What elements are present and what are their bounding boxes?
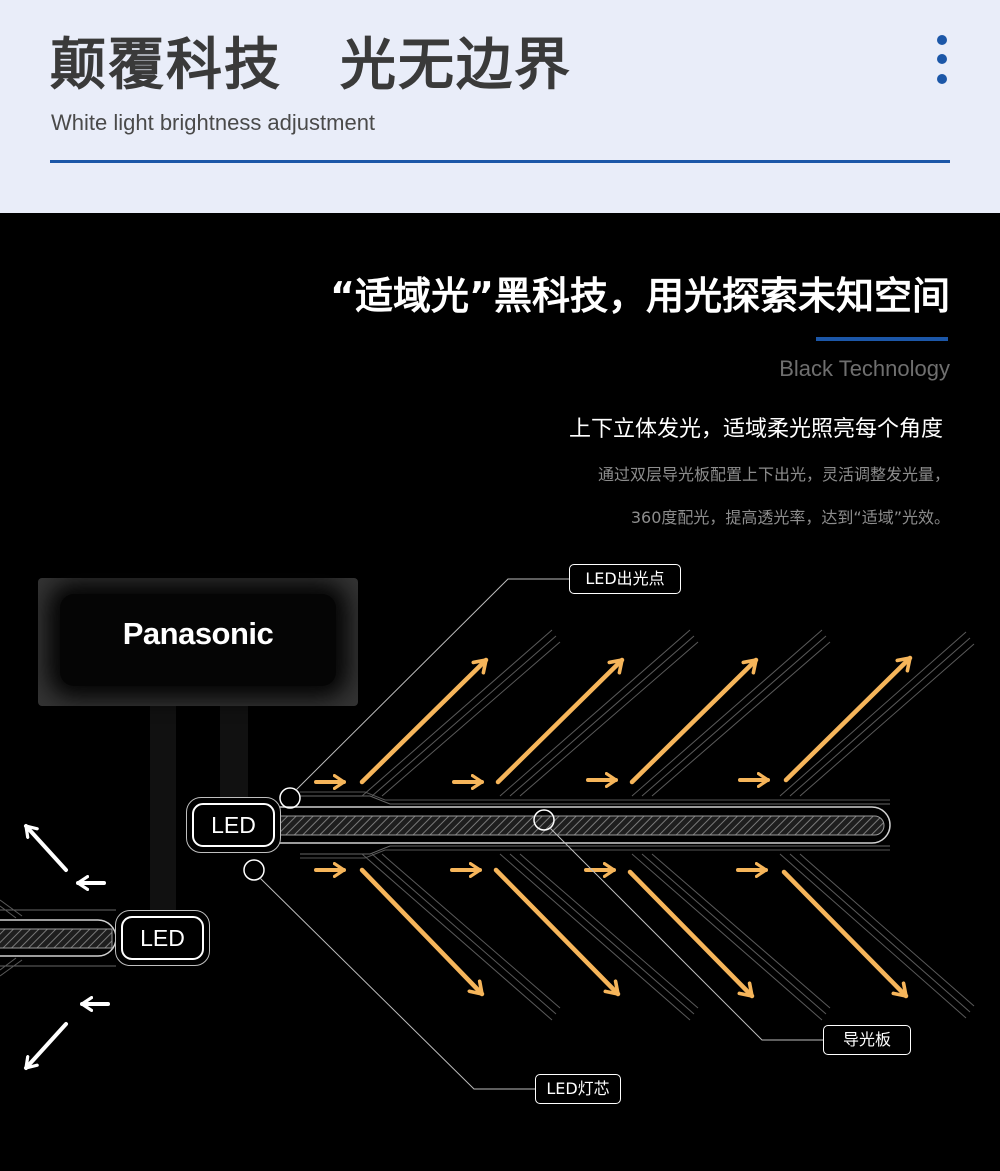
leader-line	[295, 578, 570, 791]
light-beams-left	[0, 899, 23, 977]
page-header: 颠覆科技 光无边界 White light brightness adjustm…	[0, 0, 1000, 213]
page-subtitle: White light brightness adjustment	[51, 110, 376, 135]
callout-led-light-point: LED出光点	[569, 564, 681, 594]
light-guide-diagram: Panasonic LED LED LED出光点 导光板 LED灯芯	[0, 560, 1000, 1171]
diagram-graphics	[0, 578, 975, 1090]
arrow-up-right-icon	[359, 657, 489, 785]
more-vertical-icon[interactable]	[932, 32, 952, 92]
led-chip-marker	[243, 859, 265, 881]
brand-logo: Panasonic	[122, 616, 274, 651]
feature-title: 上下立体发光，适域柔光照亮每个角度	[568, 417, 943, 442]
fixture-canopy-glow	[60, 594, 336, 686]
feature-description-line: 360度配光，提高透光率，达到“适域”光效。	[630, 508, 950, 527]
led-module-badge: LED	[115, 910, 210, 966]
light-guide-plate	[261, 791, 891, 859]
led-module-label: LED	[121, 916, 204, 960]
fixture-canopy: Panasonic	[38, 578, 358, 706]
light-guide-plate-marker	[533, 809, 555, 831]
led-light-point-marker	[279, 787, 301, 809]
arrow-down-right-icon	[781, 869, 909, 999]
feature-description: 通过双层导光板配置上下出光，灵活调整发光量， 360度配光，提高透光率，达到“适…	[598, 460, 950, 546]
arrow-up-right-icon	[495, 657, 625, 785]
light-beams-up	[361, 629, 975, 797]
light-guide-plate	[0, 909, 117, 967]
feature-description-line: 通过双层导光板配置上下出光，灵活调整发光量，	[597, 465, 950, 484]
header-divider	[50, 160, 950, 163]
callout-led-chip: LED灯芯	[535, 1074, 621, 1104]
leader-line	[259, 877, 536, 1090]
light-beams-down	[361, 853, 975, 1021]
leader-line	[549, 827, 824, 1041]
page-title: 颠覆科技 光无边界	[50, 33, 572, 98]
arrow-down-left-icon	[24, 1022, 68, 1070]
arrow-down-right-icon	[493, 867, 621, 997]
section-title: “适域光”黑科技，用光探索未知空间	[330, 274, 950, 318]
arrow-up-right-icon	[629, 657, 759, 785]
callout-light-guide-plate: 导光板	[823, 1025, 911, 1055]
led-module-label: LED	[192, 803, 275, 847]
suspension-cable	[150, 704, 176, 914]
arrow-down-right-icon	[359, 867, 485, 997]
suspension-cable	[220, 704, 248, 804]
led-module-badge: LED	[186, 797, 281, 853]
arrow-up-right-icon	[783, 655, 913, 783]
arrow-up-left-icon	[24, 824, 68, 872]
section-subtitle: Black Technology	[779, 356, 950, 381]
arrow-down-right-icon	[627, 869, 755, 999]
section-title-underline	[816, 337, 948, 341]
